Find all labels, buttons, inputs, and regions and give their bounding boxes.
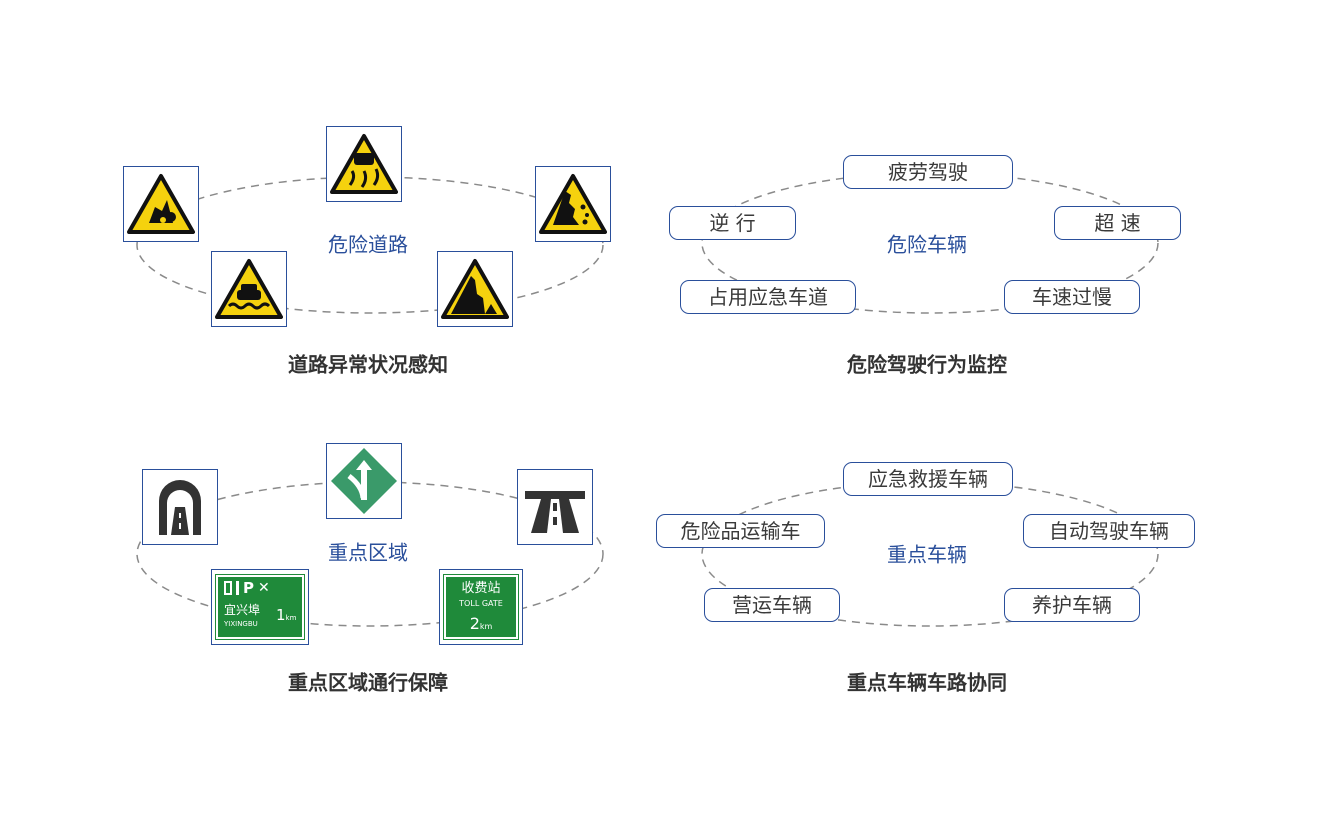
commercial-vehicle-pill: 营运车辆 — [704, 588, 840, 622]
service-area-sign: P ✕ 宜兴埠 YIXINGBU 1km — [211, 569, 309, 645]
vehicle-ellipse — [701, 172, 1159, 314]
flooded-road-icon — [211, 251, 287, 327]
speeding-pill: 超 速 — [1054, 206, 1181, 240]
key-center-label: 重点车辆 — [887, 542, 967, 567]
toll-name: 收费站 — [461, 581, 501, 596]
service-name: 宜兴埠 — [224, 603, 261, 617]
key-ellipse — [701, 481, 1159, 627]
service-roman: YIXINGBU — [224, 620, 258, 628]
wrong-way-pill: 逆 行 — [669, 206, 796, 240]
dining-icon: ✕ — [258, 580, 270, 596]
area-caption: 重点区域通行保障 — [288, 670, 448, 695]
lane-merge-icon — [326, 443, 402, 519]
key-caption: 重点车辆车路协同 — [847, 670, 1007, 695]
autonomous-vehicle-pill: 自动驾驶车辆 — [1023, 514, 1195, 548]
rockfall-cliff-icon — [535, 166, 611, 242]
toll-roman: TOLL GATE — [459, 599, 503, 608]
repair-icon — [236, 581, 239, 595]
toll-gate-sign: 收费站 TOLL GATE 2km — [439, 569, 523, 645]
parking-icon: P — [243, 579, 254, 597]
slippery-road-icon — [326, 126, 402, 202]
maintenance-vehicle-pill: 养护车辆 — [1004, 588, 1140, 622]
area-center-label: 重点区域 — [328, 540, 408, 565]
tunnel-icon — [142, 469, 218, 545]
toll-distance: 2km — [469, 614, 493, 633]
falling-rocks-icon — [123, 166, 199, 242]
vehicle-center-label: 危险车辆 — [887, 232, 967, 257]
service-distance: 1km — [276, 606, 297, 624]
too-slow-pill: 车速过慢 — [1004, 280, 1140, 314]
area-ellipse — [136, 481, 604, 627]
fuel-icon — [224, 581, 232, 595]
hazmat-transport-pill: 危险品运输车 — [656, 514, 825, 548]
fatigue-driving-pill: 疲劳驾驶 — [843, 155, 1013, 189]
emergency-rescue-pill: 应急救援车辆 — [843, 462, 1013, 496]
vehicle-caption: 危险驾驶行为监控 — [847, 352, 1007, 377]
emergency-lane-pill: 占用应急车道 — [680, 280, 856, 314]
steep-cliff-icon — [437, 251, 513, 327]
overpass-icon — [517, 469, 593, 545]
road-caption: 道路异常状况感知 — [288, 352, 448, 377]
road-center-label: 危险道路 — [328, 232, 408, 257]
